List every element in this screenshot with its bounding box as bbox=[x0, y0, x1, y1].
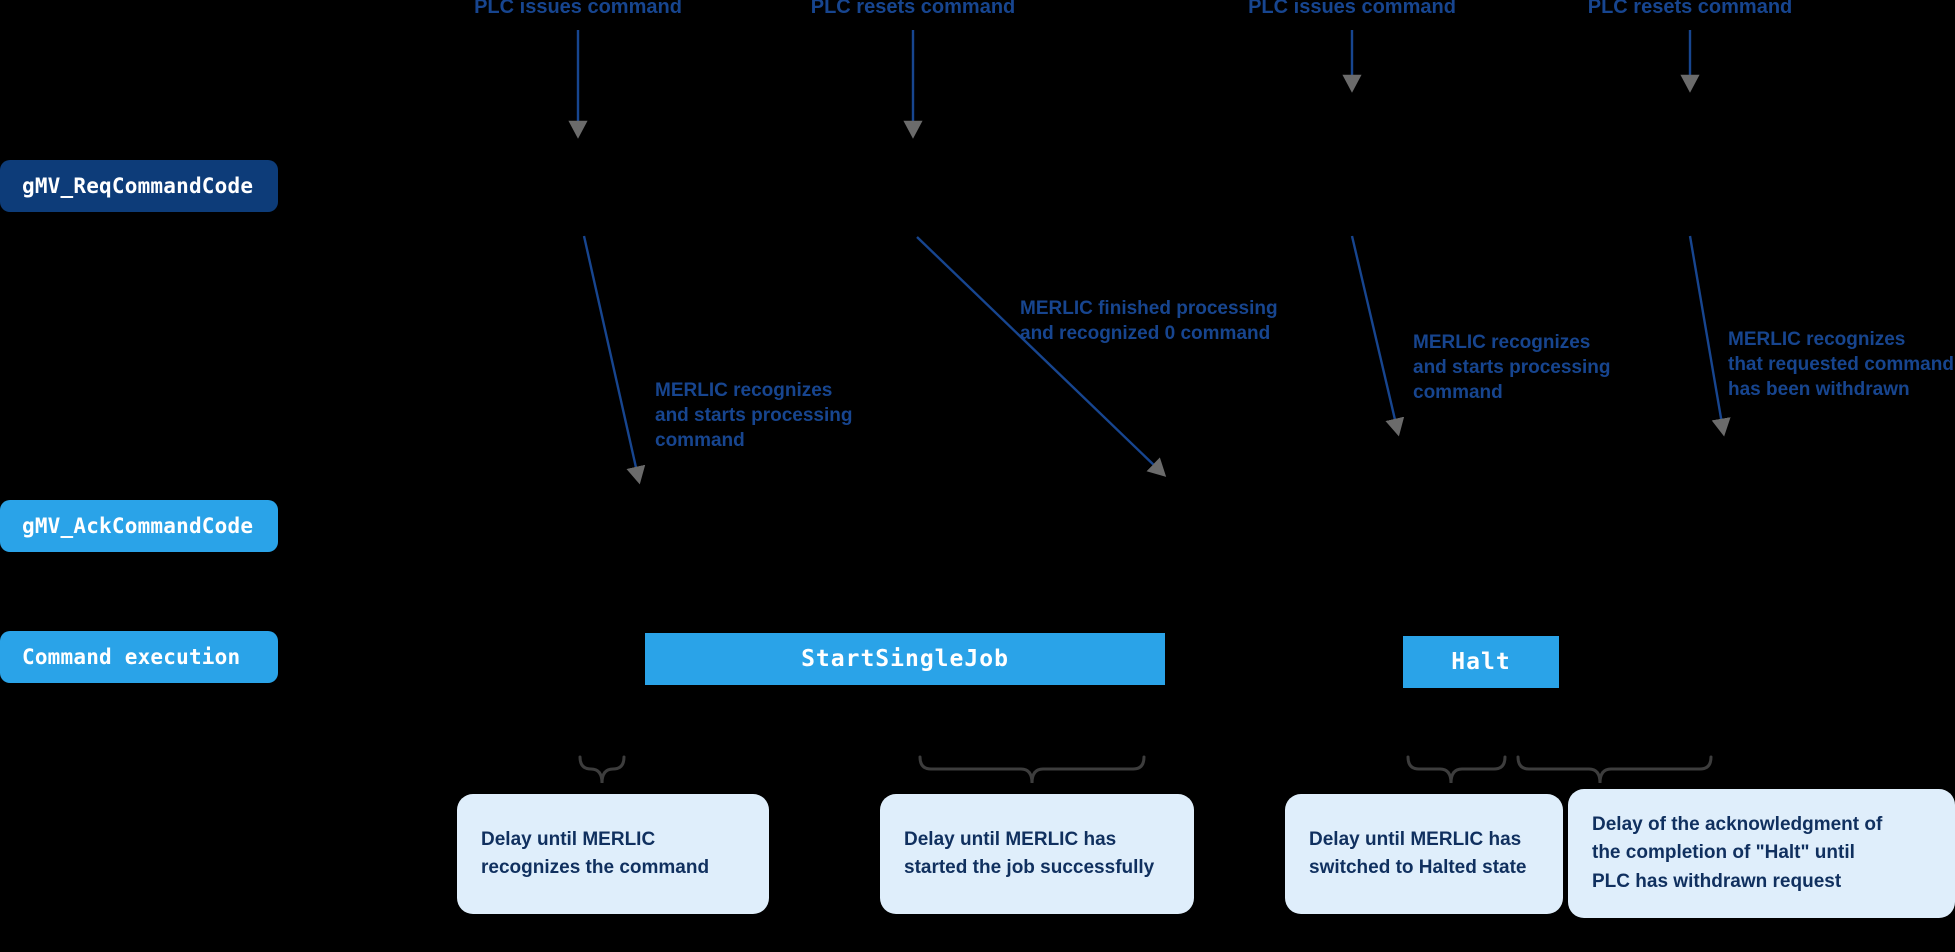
brace-delay-job-started bbox=[918, 755, 1146, 784]
callout-delay-of-acknowledgment: Delay of the acknowledgment of the compl… bbox=[1568, 789, 1955, 918]
brace-delay-recognize bbox=[578, 755, 626, 784]
caption-plc-issues-command-1: PLC issues command bbox=[474, 0, 682, 18]
caption-plc-resets-command-2: PLC resets command bbox=[1587, 0, 1793, 18]
caption-plc-issues-command-2: PLC issues command bbox=[1248, 0, 1456, 18]
row-label-command-execution: Command execution bbox=[0, 631, 278, 683]
callout-delay-until-recognized: Delay until MERLIC recognizes the comman… bbox=[457, 794, 769, 914]
annotation-merlic-recognizes-1: MERLIC recognizes and starts processing … bbox=[655, 380, 853, 452]
row-label-req-command-code: gMV_ReqCommandCode bbox=[0, 160, 278, 212]
row-label-ack-command-code: gMV_AckCommandCode bbox=[0, 500, 278, 552]
brace-delay-ack-withdrawn bbox=[1516, 755, 1713, 784]
annotation-merlic-recognizes-2: MERLIC recognizes and starts processing … bbox=[1413, 332, 1611, 404]
annotation-merlic-command-withdrawn: MERLIC recognizes that requested command… bbox=[1728, 329, 1954, 401]
arrow-ack-finished bbox=[916, 236, 1167, 477]
callout-delay-until-job-started: Delay until MERLIC has started the job s… bbox=[880, 794, 1194, 914]
exec-bar-halt: Halt bbox=[1403, 636, 1559, 688]
exec-bar-start-single-job: StartSingleJob bbox=[645, 633, 1165, 685]
arrow-ack-withdrawn bbox=[1688, 235, 1731, 437]
brace-delay-halted bbox=[1406, 755, 1507, 784]
arrow-ack-recognize-1 bbox=[582, 235, 646, 485]
arrow-ack-recognize-2 bbox=[1350, 235, 1405, 437]
caption-plc-resets-command-1: PLC resets command bbox=[810, 0, 1016, 18]
annotation-merlic-finished-processing: MERLIC finished processing and recognize… bbox=[1020, 298, 1278, 345]
callout-delay-until-halted-state: Delay until MERLIC has switched to Halte… bbox=[1285, 794, 1563, 914]
